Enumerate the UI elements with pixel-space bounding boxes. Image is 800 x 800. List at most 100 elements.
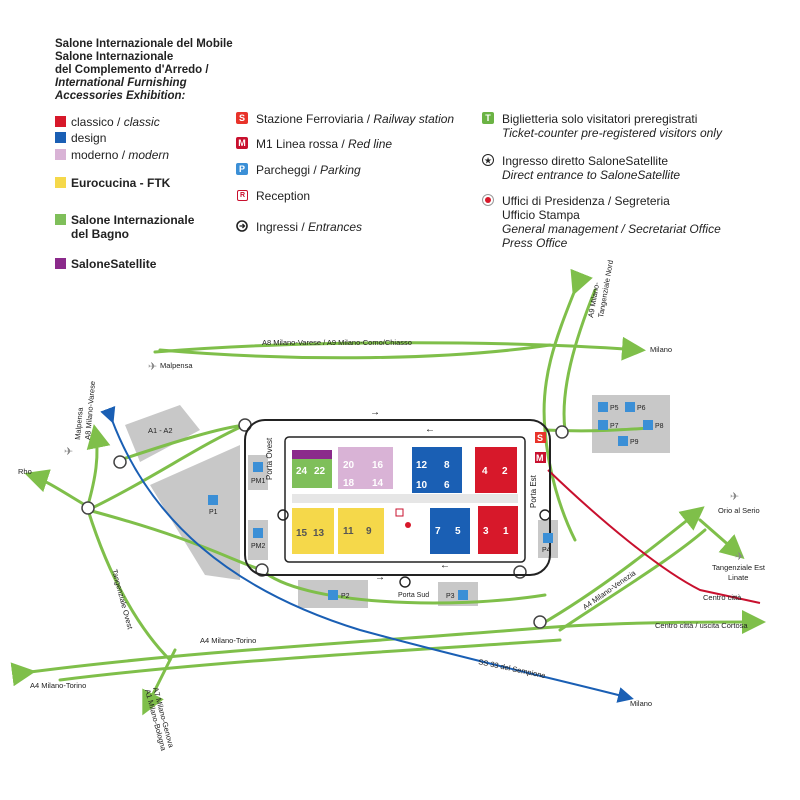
legend-railway: S Stazione Ferroviaria / Railway station: [236, 112, 454, 126]
road-label: A1 - A2: [148, 426, 173, 435]
hall-number: 4: [482, 466, 488, 477]
title-line: del Complemento d'Arredo /: [55, 64, 209, 76]
hall-15-13: [292, 508, 334, 554]
area-pm2: [248, 520, 268, 560]
hall-number: 18: [343, 478, 355, 489]
legend-bagno: Salone Internazionale del Bagno: [55, 213, 194, 241]
reception-icon: R: [237, 190, 248, 201]
road-tangenziale-ovest: [86, 508, 172, 662]
railway-letter: S: [537, 433, 543, 443]
hall-number: 24: [296, 466, 308, 477]
swatch-yellow: [55, 177, 66, 188]
title-line: International Furnishing: [55, 77, 187, 89]
legend-label: Biglietteria solo visitatori preregistra…: [502, 112, 698, 126]
legend-label-en: Entrances: [308, 220, 363, 234]
legend-parking: P Parcheggi / Parking: [236, 163, 361, 177]
hall-number: 5: [455, 526, 461, 537]
legend-entrances: Ingressi / Entrances: [236, 220, 362, 234]
hall-number: 7: [435, 526, 441, 537]
hall-number: 16: [372, 460, 384, 471]
star-entrance-icon: ★: [482, 154, 494, 169]
legend-label: Parcheggi /: [256, 163, 321, 177]
parking-icon: [253, 528, 263, 538]
road-a4-venezia: [538, 506, 705, 627]
road-label: A4 Milano-Torino: [30, 681, 86, 690]
hall-number: 9: [366, 526, 372, 537]
entrance-icons: [277, 509, 551, 588]
legend-label: Ingresso diretto SaloneSatellite: [502, 154, 669, 168]
legend-label: M1 Linea rossa /: [256, 137, 349, 151]
parking-label: P4: [542, 547, 551, 554]
road-a8-lower: [158, 343, 552, 360]
area-p1: [150, 445, 240, 580]
road-a8-west: [86, 424, 111, 507]
gate-label: Porta Ovest: [265, 437, 274, 480]
parking-icon: [618, 436, 628, 446]
road-label: Linate: [728, 573, 748, 582]
gate-label: Porta Sud: [398, 592, 429, 599]
legend-label: Ingressi /: [256, 220, 309, 234]
legend-label-en: modern: [128, 148, 170, 162]
gate-label: Porta Est: [529, 474, 538, 508]
road-label: A4 Milano-Venezia: [581, 568, 638, 612]
road-label: Malpensa: [73, 406, 85, 440]
metro-icon: M: [236, 137, 248, 149]
parking-label: P8: [655, 423, 664, 430]
legend-label-en: Press Office: [502, 236, 568, 250]
hall-number: 15: [296, 528, 308, 539]
hall-number: 11: [343, 526, 354, 537]
junction: [113, 455, 127, 469]
legend-satellite-entrance: ★ Ingresso diretto SaloneSatellite Direc…: [482, 154, 680, 182]
parking-icon: [625, 402, 635, 412]
road-label: Centro città / uscita Cortosa: [655, 621, 748, 630]
parking-icon: [253, 462, 263, 472]
legend-label-en: classic: [123, 115, 160, 129]
title-line: Salone Internazionale: [55, 51, 174, 63]
legend-offices: Uffici di Presidenza / Segreteria Uffici…: [482, 194, 721, 250]
road-label: Tangenziale Ovest: [110, 568, 135, 631]
road-linate: [698, 518, 745, 559]
road-label: Milano: [650, 345, 672, 354]
legend-design: design: [55, 131, 106, 145]
hall-number: 12: [416, 460, 428, 471]
parking-icon: [643, 420, 653, 430]
legend-label-en: Railway station: [373, 112, 455, 126]
parking-icon: [543, 533, 553, 543]
legend-label-en: Parking: [320, 163, 361, 177]
legend-eurocucina: Eurocucina - FTK: [55, 176, 170, 190]
legend-label: moderno /: [71, 148, 129, 162]
road-a8: [153, 336, 646, 361]
parking-label: P3: [446, 593, 455, 600]
parking-label: P5: [610, 405, 619, 412]
office-icon: [405, 522, 411, 528]
airplane-icon: ✈: [730, 491, 739, 503]
legend-label: Eurocucina - FTK: [71, 176, 171, 190]
legend-label-en: General management / Secretariat Office: [502, 222, 721, 236]
parking-label: P9: [630, 439, 639, 446]
road-label: Orio al Serio: [718, 506, 760, 515]
reception-icon: [395, 508, 404, 517]
parking-icon: [458, 590, 468, 600]
swatch-red: [55, 116, 66, 127]
entrance-icon: [236, 220, 248, 235]
hall-numbers: 24 22 20 16 18 14 12 8 10 6 4 2 15 13 11…: [296, 460, 509, 539]
hall-number: 2: [502, 466, 508, 477]
railway-station-icon: S: [236, 112, 248, 124]
svg-text:★: ★: [484, 156, 492, 166]
road-label: Rho: [18, 467, 32, 476]
parking-label: PM2: [251, 543, 266, 550]
airplane-icons: ✈ ✈ ✈ ✈: [64, 361, 744, 563]
parking-labels: P1 PM1 PM2 P2 P3 P4 P5 P6 P7 P8 P9: [208, 402, 664, 600]
direction-arrow: →: [375, 572, 385, 583]
entrance-icon: [277, 509, 289, 521]
hall-number: 10: [416, 480, 428, 491]
hall-4-2: [475, 447, 517, 493]
central-walkway: [292, 494, 518, 503]
road-north-east: [542, 268, 593, 542]
airplane-icon: ✈: [735, 551, 744, 563]
road-label: Milano: [630, 699, 652, 708]
hall-number: 14: [372, 478, 384, 489]
parking-icon: [328, 590, 338, 600]
parking-label: P7: [610, 423, 619, 430]
legend-title: Salone Internazionale del Mobile Salone …: [55, 38, 233, 103]
